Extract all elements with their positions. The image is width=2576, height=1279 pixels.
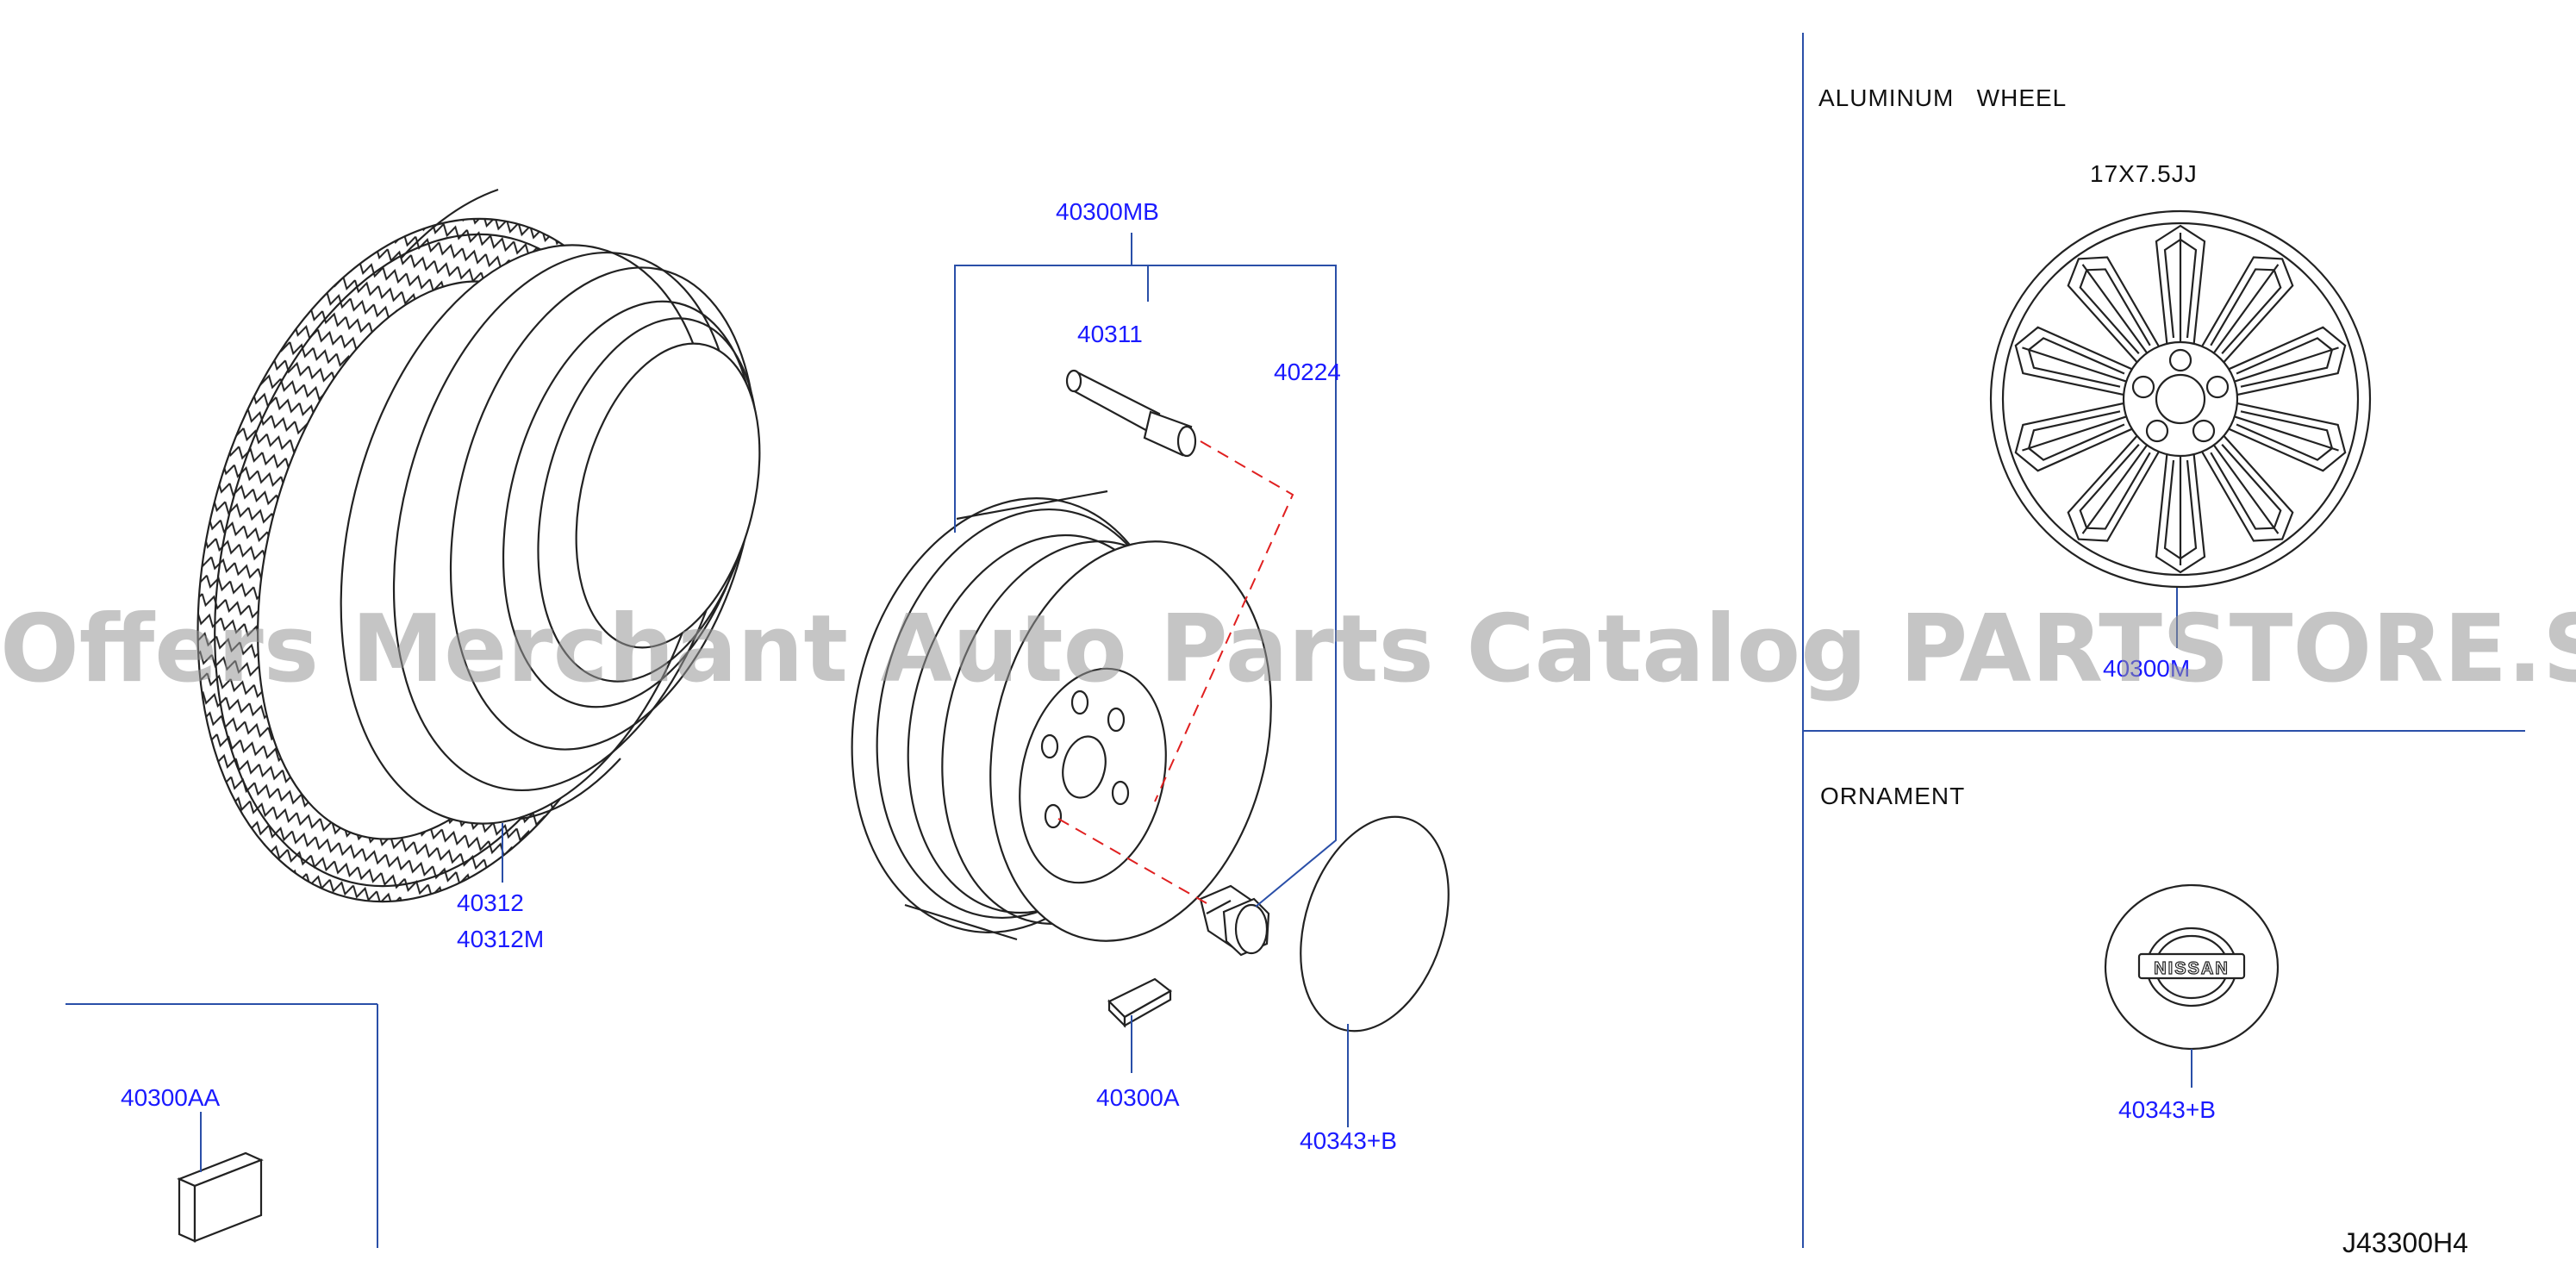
nissan-emblem-text: NISSAN <box>2154 959 2230 978</box>
part-label-40300AA[interactable]: 40300AA <box>121 1084 221 1111</box>
part-label-40300A[interactable]: 40300A <box>1096 1084 1180 1111</box>
leader-lines <box>200 233 2192 1172</box>
aluminum-wheel-heading: ALUMINUM WHEEL <box>1818 84 2068 111</box>
tire-drawing[interactable] <box>129 169 803 951</box>
aluminum-wheel-drawing[interactable] <box>1989 209 2372 589</box>
lug-nut-drawing[interactable] <box>1199 884 1270 957</box>
adhesive-weight-drawing[interactable] <box>177 1151 264 1243</box>
valve-stem-drawing[interactable] <box>1065 369 1197 458</box>
part-label-40300MB[interactable]: 40300MB <box>1056 198 1159 225</box>
ornament-heading: ORNAMENT <box>1820 783 1966 809</box>
part-label-40300M-wheel[interactable]: 40300M <box>2103 655 2191 682</box>
part-label-40224[interactable]: 40224 <box>1274 359 1341 385</box>
part-label-40312[interactable]: 40312 <box>457 889 524 916</box>
panel-dividers <box>65 33 2525 1248</box>
part-label-40311[interactable]: 40311 <box>1077 321 1143 347</box>
hub-cap-drawing[interactable] <box>1275 798 1474 1051</box>
part-label-40343B-hubcap[interactable]: 40343+B <box>1300 1127 1397 1154</box>
part-label-40312M[interactable]: 40312M <box>457 926 545 952</box>
assembly-dashed-lines <box>1057 440 1294 904</box>
part-label-40343B-ornament[interactable]: 40343+B <box>2118 1096 2216 1123</box>
steel-wheel-drawing[interactable] <box>810 466 1309 970</box>
wheel-size-label: 17X7.5JJ <box>2090 160 2198 187</box>
diagram-code: J43300H4 <box>2342 1227 2468 1258</box>
balance-weight-drawing[interactable] <box>1107 977 1172 1028</box>
